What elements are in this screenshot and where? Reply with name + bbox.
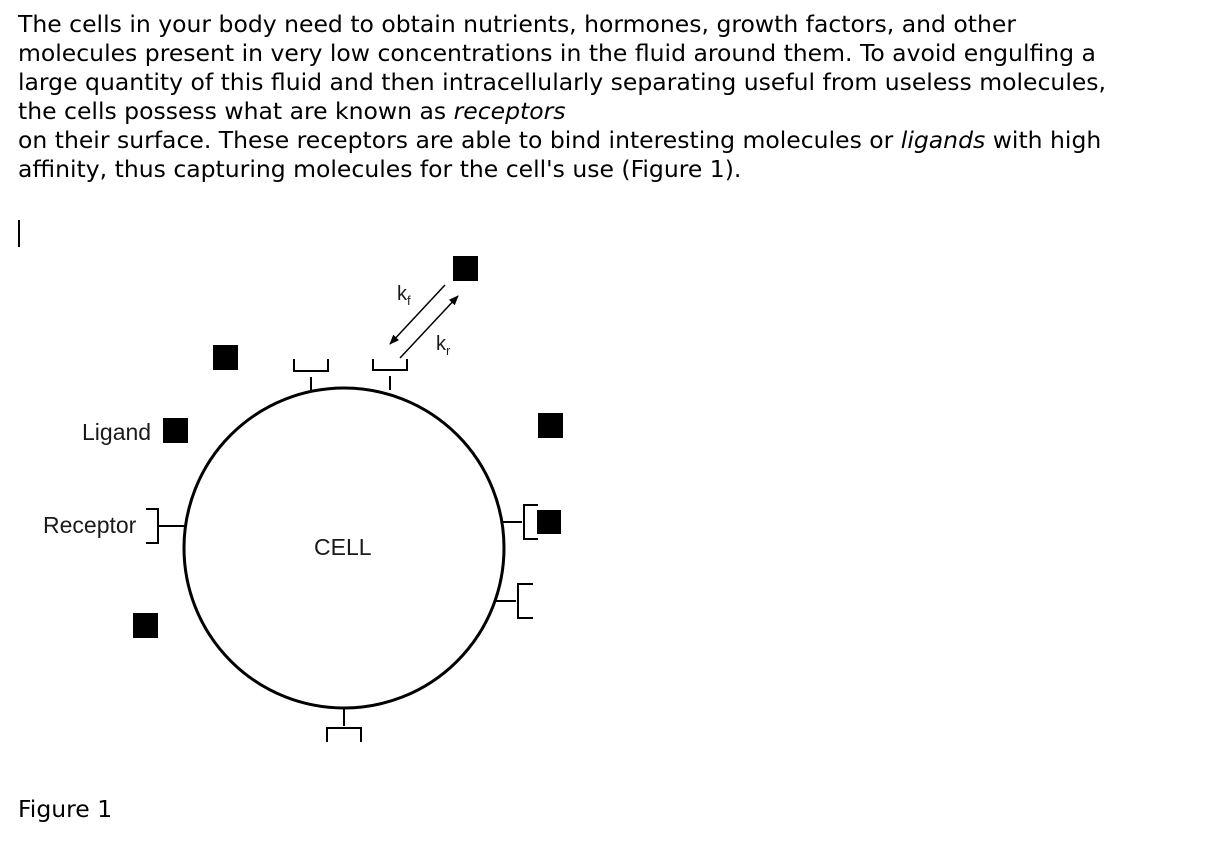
ligand-free-top bbox=[453, 256, 478, 281]
receptor-left-legend bbox=[146, 508, 186, 544]
kf-label: kf bbox=[397, 283, 411, 308]
paragraph-line-6: affinity, thus capturing molecules for t… bbox=[18, 155, 742, 183]
kf-subscript: f bbox=[407, 293, 411, 308]
ligand-free-lower-left bbox=[133, 613, 158, 638]
paragraph-line-5-tail: with high bbox=[985, 126, 1102, 154]
ligand-free-upper-left bbox=[213, 345, 238, 370]
paragraph-line-4-text: the cells possess what are known as bbox=[18, 97, 454, 125]
receptor-label: Receptor bbox=[43, 512, 137, 538]
text-cursor bbox=[18, 220, 20, 247]
paragraph-line-4: the cells possess what are known as rece… bbox=[18, 97, 1198, 126]
kf-symbol: k bbox=[397, 283, 408, 305]
receptor-right-lower bbox=[496, 583, 533, 619]
forward-rate-arrow bbox=[389, 284, 446, 345]
body-paragraph: The cells in your body need to obtain nu… bbox=[18, 10, 1198, 184]
ligand-legend bbox=[163, 418, 188, 443]
ligand-free-right bbox=[538, 413, 563, 438]
paragraph-line-1: The cells in your body need to obtain nu… bbox=[18, 10, 1017, 38]
term-receptors: receptors bbox=[453, 97, 566, 125]
receptor-right-bound bbox=[502, 504, 538, 540]
receptor-top-right bbox=[372, 359, 408, 390]
ligand-label: Ligand bbox=[82, 419, 151, 445]
figure-caption: Figure 1 bbox=[18, 795, 113, 823]
paragraph-line-3: large quantity of this fluid and then in… bbox=[18, 68, 1107, 96]
paragraph-line-2: molecules present in very low concentrat… bbox=[18, 39, 1096, 67]
cell-label: CELL bbox=[314, 534, 372, 560]
term-ligands: ligands bbox=[900, 126, 986, 154]
ligand-bound-right bbox=[537, 510, 561, 534]
receptor-bottom bbox=[326, 708, 362, 742]
kr-label: kr bbox=[436, 333, 451, 358]
kr-symbol: k bbox=[436, 333, 447, 355]
kr-subscript: r bbox=[446, 343, 451, 358]
paragraph-line-5-text: on their surface. These receptors are ab… bbox=[18, 126, 901, 154]
paragraph-line-5: on their surface. These receptors are ab… bbox=[18, 126, 1198, 155]
reverse-rate-arrow bbox=[399, 295, 459, 359]
receptor-top-left bbox=[293, 359, 329, 390]
